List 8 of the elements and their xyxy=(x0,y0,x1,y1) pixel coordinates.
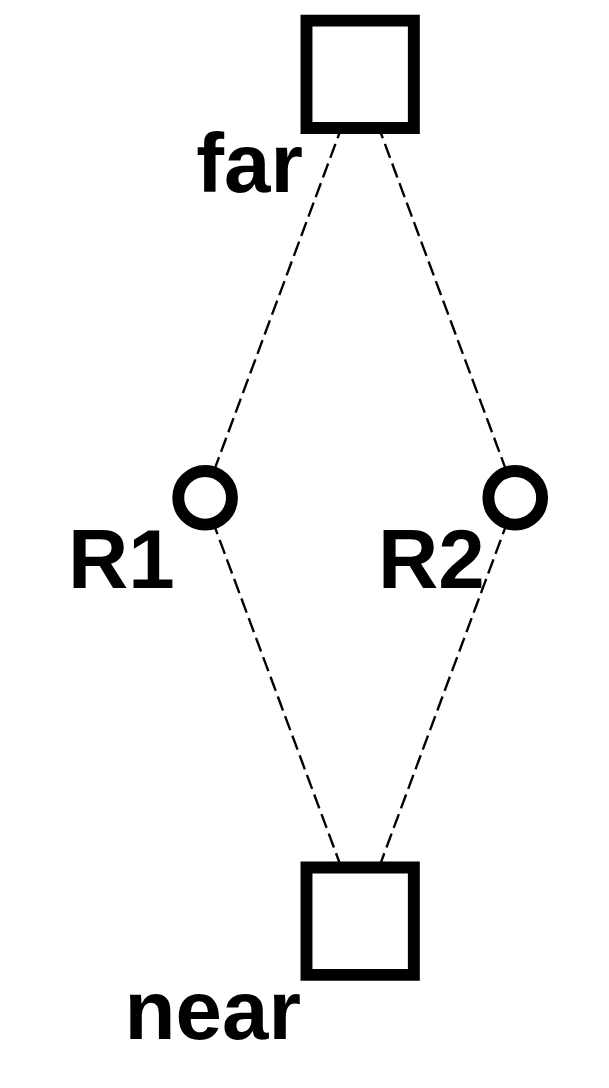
node-label: R2 xyxy=(377,512,485,607)
node-box xyxy=(300,861,420,981)
node-box xyxy=(300,14,420,134)
node-label: near xyxy=(124,962,301,1057)
node-label: far xyxy=(195,115,303,210)
node-circle xyxy=(481,464,548,531)
node-circle xyxy=(171,464,238,531)
node-label: R1 xyxy=(67,512,175,607)
